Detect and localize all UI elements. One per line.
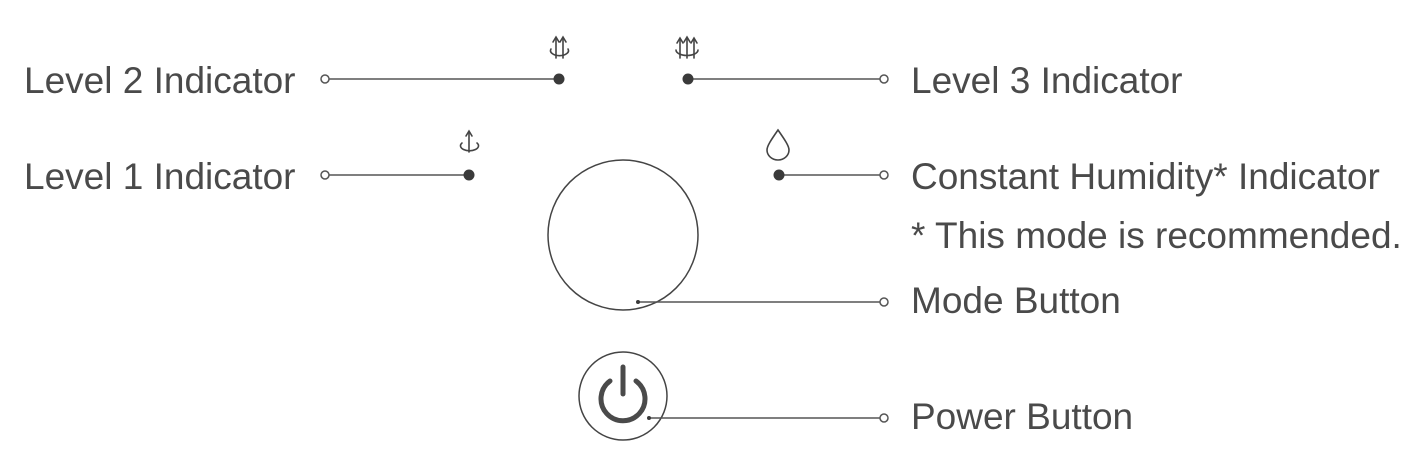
level2-leader-line (320, 73, 565, 85)
level2-indicator-label: Level 2 Indicator (24, 60, 296, 101)
power-icon (598, 364, 648, 424)
double-arrow-up-icon (549, 35, 570, 59)
power-button-label: Power Button (911, 396, 1134, 437)
single-arrow-up-icon (459, 129, 480, 153)
mode-button[interactable] (547, 159, 699, 311)
humidity-leader-line (773, 169, 889, 181)
triple-arrow-up-icon (675, 35, 699, 59)
level3-indicator-label: Level 3 Indicator (911, 60, 1183, 101)
recommendation-note: * This mode is recommended. (911, 215, 1402, 256)
power-leader-line (647, 413, 889, 423)
level1-indicator-label: Level 1 Indicator (24, 156, 296, 197)
mode-button-label: Mode Button (911, 280, 1121, 321)
level3-leader-line (682, 73, 889, 85)
level1-leader-line (320, 169, 475, 181)
humidity-indicator-label: Constant Humidity* Indicator (911, 156, 1380, 197)
mode-leader-line (636, 297, 889, 307)
water-drop-icon (766, 128, 790, 161)
